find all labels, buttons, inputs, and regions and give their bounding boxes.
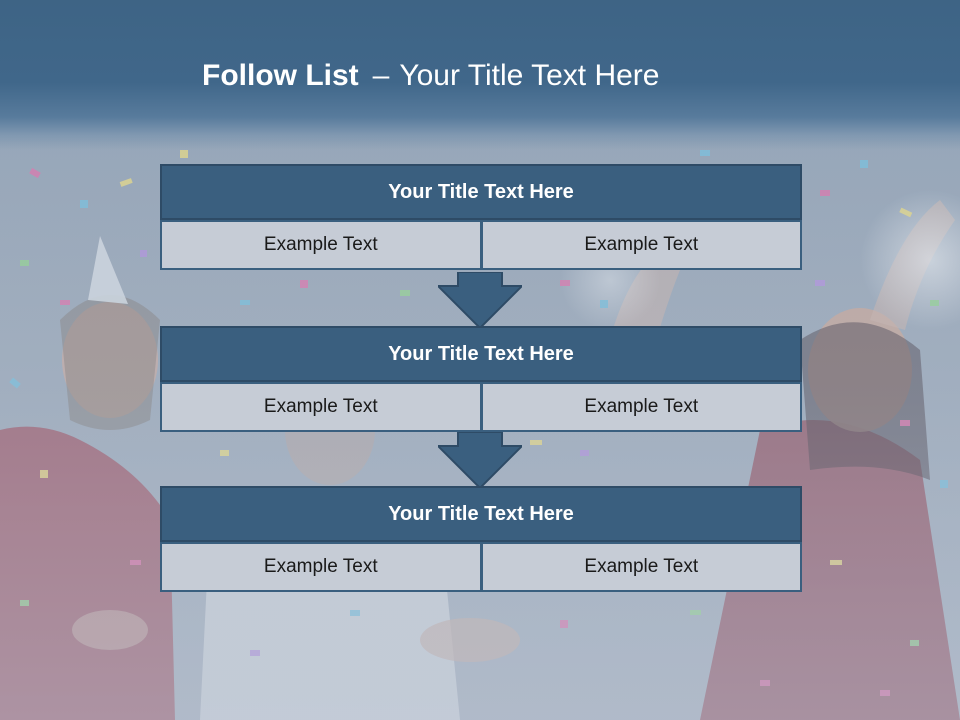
block-cell-right: Example Text — [481, 220, 802, 270]
block-cell-left: Example Text — [160, 382, 482, 432]
slide-title: Follow List–Your Title Text Here — [202, 54, 660, 98]
down-arrow-icon — [438, 432, 522, 488]
block-row: Example Text Example Text — [160, 542, 802, 592]
block-title: Your Title Text Here — [160, 164, 802, 220]
block-cell-right: Example Text — [481, 382, 802, 432]
down-arrow-icon — [438, 272, 522, 328]
slide-title-separator: – — [372, 59, 390, 92]
slide-title-bold: Follow List — [202, 59, 359, 92]
list-block-3: Your Title Text Here Example Text Exampl… — [160, 486, 802, 592]
slide-title-rest: Your Title Text Here — [399, 59, 660, 92]
list-block-1: Your Title Text Here Example Text Exampl… — [160, 164, 802, 270]
block-row: Example Text Example Text — [160, 220, 802, 270]
block-cell-left: Example Text — [160, 220, 482, 270]
list-block-2: Your Title Text Here Example Text Exampl… — [160, 326, 802, 432]
block-cell-left: Example Text — [160, 542, 482, 592]
title-bar — [0, 0, 960, 150]
block-cell-right: Example Text — [481, 542, 802, 592]
block-title: Your Title Text Here — [160, 486, 802, 542]
block-row: Example Text Example Text — [160, 382, 802, 432]
block-title: Your Title Text Here — [160, 326, 802, 382]
